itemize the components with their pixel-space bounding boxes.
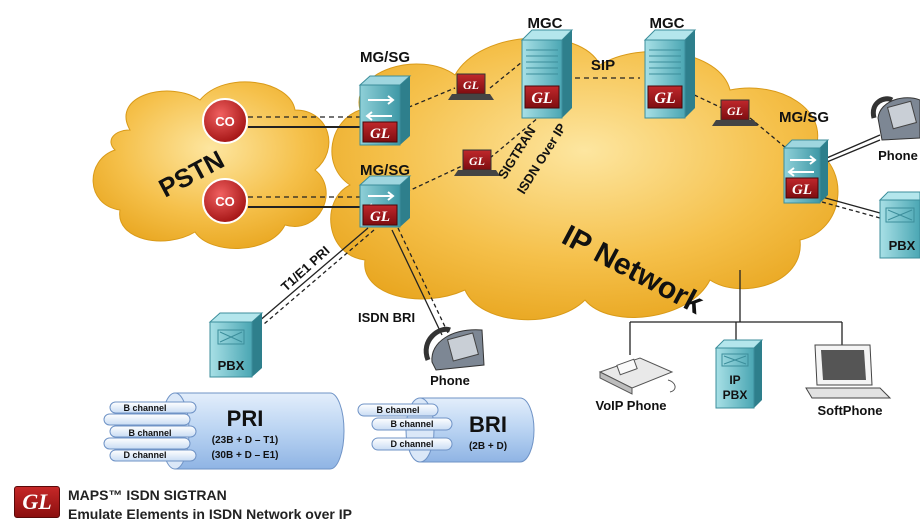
bri-channel-label: B channel [376,405,419,415]
voip-phone: VoIP Phone [595,357,676,413]
co-switch-bottom: CO [202,178,248,224]
ip-network-cloud: IP Network [330,37,839,321]
pbx-label: PBX [889,238,916,253]
mg-sg-label: MG/SG [360,49,410,66]
pbx-label: PBX [218,358,245,373]
gl-laptop-icon: GL [448,73,494,100]
footer-title: MAPS™ ISDN SIGTRAN [68,487,227,503]
softphone-label: SoftPhone [818,403,883,418]
pbx-right: PBX [878,191,920,259]
co-label: CO [215,194,235,209]
gl-logo-icon: GL [370,209,390,225]
bri-channel-label: B channel [390,419,433,429]
gl-logo-icon: GL [792,182,812,198]
gl-logo-icon: GL [654,90,676,107]
ip-pbx-label-line2: PBX [723,388,748,402]
footer: GL MAPS™ ISDN SIGTRAN Emulate Elements i… [14,486,352,524]
gl-laptop-icon: GL [454,149,500,176]
gl-logo-icon: GL [463,78,479,92]
ip-pbx-label-line1: IP [729,373,740,387]
t1-e1-pri-label: T1/E1 PRI [278,243,333,294]
pri-title: PRI [227,406,264,431]
mgc-server-right: MGC GL [643,15,697,119]
pri-bundle: B channel B channel D channel PRI (23B +… [103,392,345,470]
footer-subtitle: Emulate Elements in ISDN Network over IP [68,506,352,522]
bri-title: BRI [469,412,507,437]
footer-text: MAPS™ ISDN SIGTRAN Emulate Elements in I… [68,486,352,524]
mg-sg-label: MG/SG [779,109,829,126]
media-gateway-top: MG/SG GL [358,49,412,146]
co-label: CO [215,114,235,129]
media-gateway-right: MG/SG GL [779,109,830,204]
pri-formula-t1: (23B + D – T1) [212,435,278,446]
pri-channel-label: B channel [128,428,171,438]
mgc-server-left: MGC GL [520,15,574,119]
gl-laptop-icon: GL [712,99,758,126]
phone-bri: Phone [423,326,485,388]
gl-logo-icon: GL [727,104,743,118]
phone-label: Phone [878,148,918,163]
mg-sg-label: MG/SG [360,162,410,179]
phone-label: Phone [430,373,470,388]
gl-logo-icon: GL [370,126,390,142]
sip-label: SIP [591,57,615,74]
connections [248,61,881,355]
mgc-label: MGC [528,15,563,32]
phone-right: Phone [870,96,920,163]
voip-phone-label: VoIP Phone [595,398,666,413]
pri-channel-label: B channel [123,403,166,413]
gl-logo-icon: GL [14,486,60,518]
bri-channel-label: D channel [390,439,433,449]
bri-bundle: B channel B channel D channel BRI (2B + … [357,397,535,463]
pri-channel-label: D channel [123,450,166,460]
pbx-left: PBX [208,312,264,378]
pri-formula-e1: (30B + D – E1) [212,450,279,461]
bri-formula: (2B + D) [469,441,507,452]
isdn-bri-label: ISDN BRI [358,310,415,325]
ip-pbx: IP PBX [714,339,764,409]
softphone-laptop: SoftPhone [805,344,892,418]
media-gateway-bottom: MG/SG GL [358,162,412,228]
co-switch-top: CO [202,98,248,144]
gl-logo-icon: GL [469,154,485,168]
gl-logo-icon: GL [531,90,553,107]
mgc-label: MGC [650,15,685,32]
